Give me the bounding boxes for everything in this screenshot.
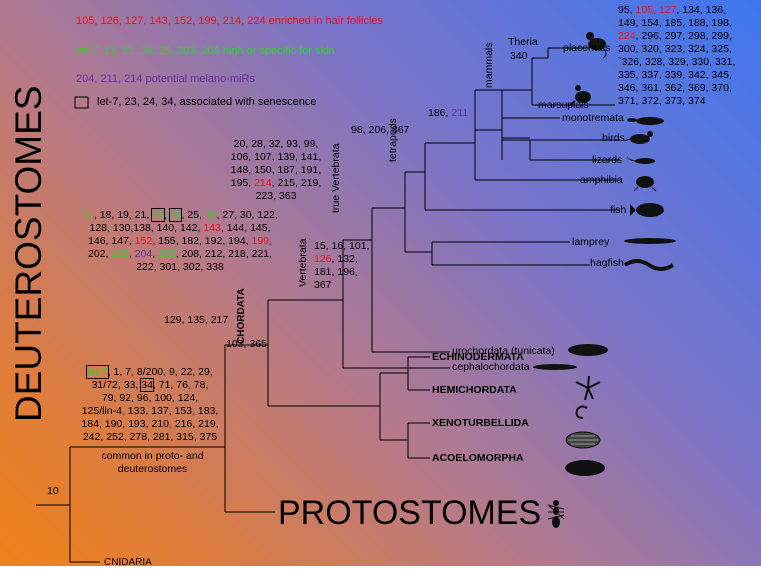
- acoel-icon: [565, 460, 605, 476]
- chordata-node-mirs: 103, 365: [226, 338, 267, 350]
- platypus-icon: [627, 117, 664, 125]
- tv-line-5: 223, 363: [255, 190, 297, 202]
- placental-mirs: 95, 105, 127, 134, 136, 149, 154, 185, 1…: [618, 4, 736, 107]
- tv-line-3: 148, 150, 187, 191,: [230, 164, 322, 176]
- deut-line-5: 184, 190, 193, 210, 216, 219,: [81, 418, 219, 430]
- vb-line-5: 222, 301, 302, 338: [136, 261, 224, 273]
- vb-mirs: 17, 18, 19, 21, 23, 24, 25, 26, 27, 30, …: [55, 208, 305, 274]
- true-vertebrata-label: true Vertebrata: [330, 143, 342, 213]
- legend-box-swatch: [74, 96, 89, 109]
- taxon-hemichordata: HEMICHORDATA: [432, 384, 517, 396]
- vert-node-mirs-1: 15, 16, 101,: [314, 240, 370, 252]
- organism-silhouettes: [533, 32, 676, 528]
- deut-line-6: 242, 252, 278, 281, 315, 375: [82, 431, 218, 443]
- mammal-mirs-a: 186,: [428, 107, 452, 119]
- taxon-xenoturbellida: XENOTURBELLIDA: [432, 417, 529, 429]
- vert-mirs-2b: , 132,: [331, 253, 358, 265]
- bird-icon: [623, 131, 653, 144]
- frog-icon: [633, 176, 657, 192]
- mouse-icon: [586, 32, 607, 59]
- theria-label: Theria: [508, 36, 538, 48]
- acorn-worm-icon: [575, 405, 588, 419]
- taxon-acoelomorpha: ACOELOMORPHA: [432, 452, 524, 464]
- vert-node-mirs-2: 126, 132,: [314, 253, 358, 266]
- tetrapod-node-mirs: 98, 206, 367: [351, 124, 410, 136]
- deuterostomes-label: DEUTEROSTOMES: [8, 85, 49, 422]
- tunicate-icon: [568, 344, 608, 356]
- vb-line-4: 202, 203, 204, 205, 208, 212, 218, 221,: [88, 248, 272, 260]
- taxon-birds: birds: [602, 132, 625, 144]
- taxon-placentals: placentals: [563, 42, 611, 54]
- mammals-label: mammals: [483, 42, 495, 88]
- legend-box: let-7, 23, 24, 34, associated with senes…: [97, 96, 317, 108]
- taxon-hagfish: hagfish: [590, 257, 624, 269]
- deut-mirs: let-7, 1, 7, 8/200, 9, 22, 29, 31/72, 33…: [60, 365, 240, 444]
- xenoturbella-icon: [565, 431, 601, 449]
- taxon-marsupials: marsupials: [538, 99, 589, 111]
- hagfish-icon: [623, 259, 675, 271]
- cnidaria-label: CNIDARIA: [104, 557, 152, 568]
- theria-number: 340: [510, 50, 528, 62]
- tv-line-2: 106, 107, 139, 141,: [230, 151, 322, 163]
- tv-line-4: 195, 214, 215, 219,: [230, 177, 322, 189]
- ant-icon: [547, 500, 565, 528]
- common-label: common in proto- and deuterostomes: [101, 450, 204, 475]
- lizard-icon: [626, 156, 655, 164]
- root-node-number: 10: [47, 485, 59, 497]
- deut-line-2: 31/72, 33, 34, 71, 76, 78,: [91, 378, 209, 392]
- taxon-echinodermata: ECHINODERMATA: [432, 351, 524, 363]
- taxon-amphibia: amphibia: [580, 174, 623, 186]
- legend-purple: 204, 211, 214 potential melano-miRs: [76, 73, 255, 85]
- deut-line-1: let-7, 1, 7, 8/200, 9, 22, 29,: [86, 365, 213, 379]
- chordata-label: CHORDATA: [236, 288, 247, 344]
- taxon-lamprey: lamprey: [572, 236, 610, 248]
- vert-node-mirs-4: 367: [314, 279, 332, 291]
- lamprey-icon: [624, 238, 676, 244]
- mammal-node-mirs: 186, 211: [428, 107, 468, 120]
- vb-line-2: 128, 130,138, 140, 142, 143, 144, 145,: [89, 222, 271, 234]
- lancelet-icon: [533, 364, 577, 370]
- taxon-monotremata: monotremata: [562, 112, 624, 124]
- chordata-left-mirs: 129, 135, 217: [164, 314, 229, 326]
- taxon-urochordata: urochordata (tunicata): [452, 345, 555, 357]
- starfish-icon: [575, 375, 601, 401]
- protostomes-label: PROTOSTOMES: [278, 494, 542, 532]
- taxon-lizards: lizards: [592, 154, 623, 166]
- tv-line-1: 20, 28, 32, 93, 99,: [233, 138, 319, 150]
- tv-mirs: 20, 28, 32, 93, 99, 106, 107, 139, 141, …: [226, 138, 326, 203]
- vb-line-3: 146, 147, 152, 155, 182, 192, 194, 199,: [88, 235, 272, 247]
- mammal-mirs-b: 211: [451, 107, 469, 119]
- deut-line-3: 79, 92, 96, 100, 124,: [101, 392, 199, 404]
- taxon-cephalochordata: cephalochordata: [452, 361, 530, 373]
- legend-red: 105, 126, 127, 143, 152, 199, 214, 224 e…: [76, 15, 384, 27]
- vb-line-1: 17, 18, 19, 21, 23, 24, 25, 26, 27, 30, …: [82, 208, 278, 222]
- vert-node-mirs-3: 181, 196,: [314, 266, 358, 278]
- kangaroo-icon: [568, 85, 591, 107]
- vert-mirs-2a: 126: [314, 253, 332, 265]
- fish-icon: [630, 203, 664, 217]
- deut-line-4: 125/lin-4, 133, 137, 153, 183,: [81, 405, 219, 417]
- legend-green: let-7, 17, 21, 24, 25, 203, 205 high or …: [76, 45, 335, 57]
- taxon-fish: fish: [610, 204, 627, 216]
